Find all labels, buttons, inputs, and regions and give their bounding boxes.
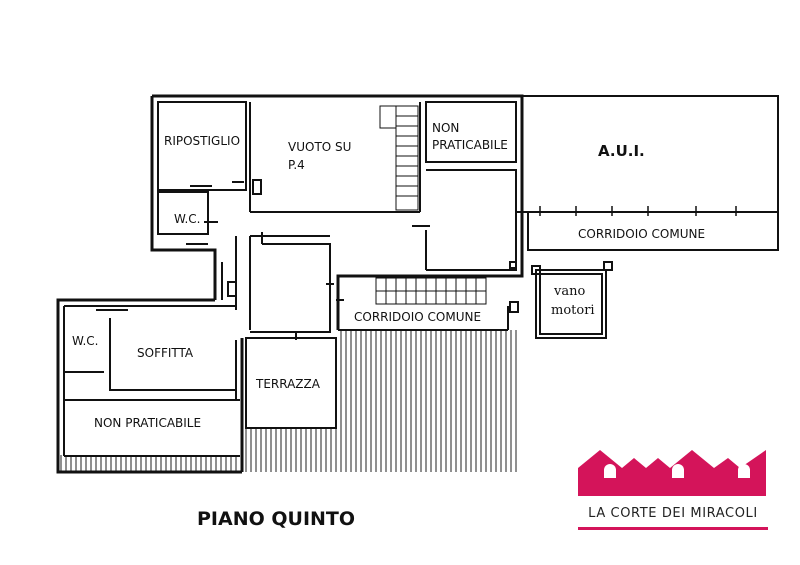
wall-ripostiglio <box>157 101 247 191</box>
label-ripostiglio: RIPOSTIGLIO <box>164 134 241 148</box>
label-vuoto-line1: VUOTO SU <box>288 140 352 154</box>
plan-title: PIANO QUINTO <box>197 508 356 530</box>
outer-wall-left-upper <box>150 96 217 300</box>
label-non-praticabile-line1: NON <box>432 121 460 135</box>
brand-name: LA CORTE DEI MIRACOLI <box>588 506 758 521</box>
wall-non-praticabile <box>425 101 517 163</box>
label-corridoio-right: CORRIDOIO COMUNE <box>578 227 706 241</box>
label-aui: A.U.I. <box>598 142 645 160</box>
wall-aui <box>522 95 779 212</box>
label-wc-lower: W.C. <box>72 334 99 348</box>
wall-terrazza <box>245 337 337 429</box>
lower-hatch-strip <box>58 455 242 473</box>
terrace-hatch-area <box>338 330 520 472</box>
wall-vano-motori <box>535 269 607 339</box>
label-wc-upper: W.C. <box>174 212 201 226</box>
label-non-praticabile-lower: NON PRATICABILE <box>94 416 202 430</box>
label-motori: motori <box>551 303 595 318</box>
brand-logo: LA CORTE DEI MIRACOLI <box>578 448 768 534</box>
label-corridoio-center: CORRIDOIO COMUNE <box>354 310 482 324</box>
houses-logo-icon <box>578 450 766 496</box>
outer-wall-lower <box>56 298 242 474</box>
label-soffitta: SOFFITTA <box>137 346 194 360</box>
label-non-praticabile-line2: PRATICABILE <box>432 138 508 152</box>
terrace-hatch-strip <box>240 428 340 472</box>
label-vano: vano <box>554 284 586 299</box>
stair-upper <box>395 105 419 211</box>
label-terrazza: TERRAZZA <box>256 377 320 391</box>
label-vuoto-line2: P.4 <box>288 158 305 172</box>
wall-wc-upper <box>157 191 209 235</box>
brand-underline <box>578 527 768 530</box>
